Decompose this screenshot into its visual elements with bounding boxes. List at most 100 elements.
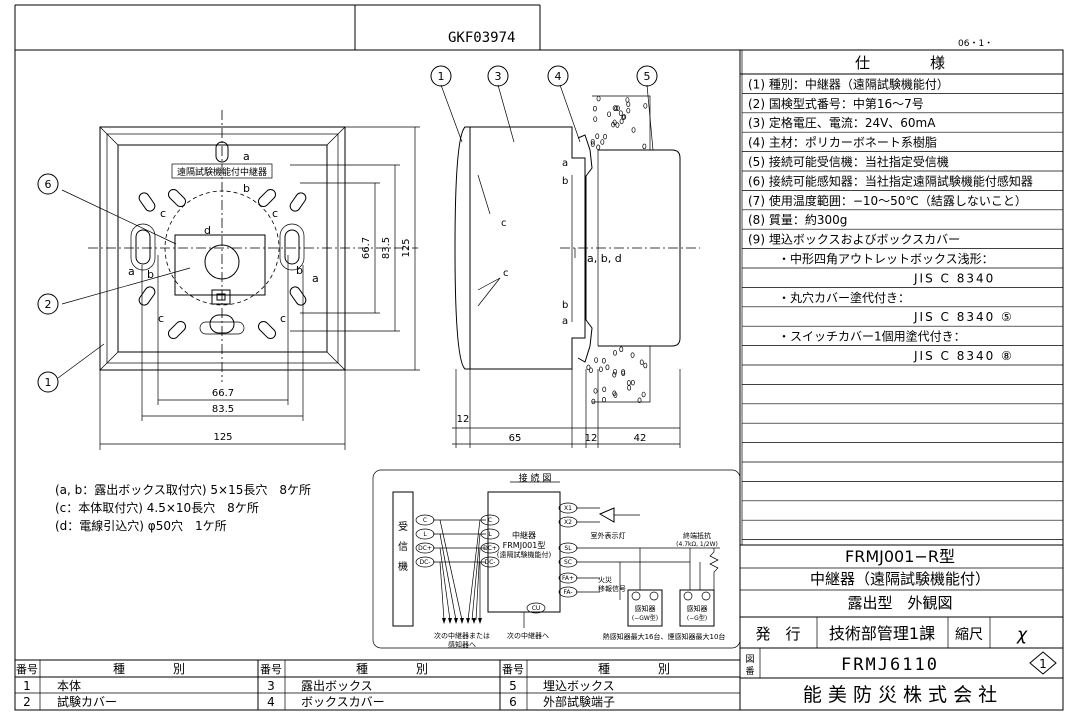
detector-terminal [649, 591, 659, 601]
stipple-dot [613, 368, 617, 375]
side-hole-c-bottom: c [503, 268, 509, 279]
part-name: 埋込ボックス [543, 679, 615, 693]
spec-item-4: (4) 主材：ポリカーボネート系樹脂 [748, 135, 937, 150]
relay-terminal: L [488, 531, 492, 538]
issue-label: 発 行 [755, 625, 800, 643]
spec-item-1: (1) 種別：中継器（遠隔試験機能付） [748, 76, 949, 91]
spec-item-15: JIS C 8340 ⑧ [913, 349, 1014, 363]
hole-label-c-1: c [160, 207, 166, 220]
stipple-dot [613, 392, 618, 398]
parts-table [15, 659, 740, 710]
stipple-dot [637, 397, 642, 404]
receiver-terminal: DC+ [418, 545, 432, 552]
relay-out-terminal-ring [558, 516, 578, 528]
relay-terminal-ring [480, 542, 500, 554]
stipple-dot [602, 386, 607, 393]
doc-date: 06・1・ [958, 39, 993, 49]
parts-header-name: 種 別 [598, 662, 670, 676]
part-no: 4 [267, 695, 275, 709]
stipple-dot [626, 380, 631, 386]
stipple-dot [612, 390, 617, 397]
part-no: 2 [23, 695, 31, 709]
issuer: 技術部管理1課 [829, 624, 935, 643]
stipple-dot [631, 127, 636, 133]
side-hole-b-top: b [562, 176, 568, 187]
stipple-dot [626, 107, 631, 114]
spec-item-2: (2) 国検型式番号：中第16〜7号 [748, 96, 924, 111]
drawing-no-label: 図 [745, 654, 754, 665]
spec-item-6: (6) 接続可能感知器：当社指定遠隔試験機能付感知器 [748, 173, 1033, 188]
side-callout-5: 5 [644, 70, 651, 83]
side-dim-65: 65 [509, 433, 522, 444]
side-hole-a-top: a [562, 158, 568, 169]
dim-width-outer: 125 [213, 432, 232, 443]
note-ab: (a, b：露出ボックス取付穴) 5×15長穴 8ケ所 [55, 482, 311, 497]
relay-feature: (遠隔試験機能付) [497, 550, 552, 559]
stipple-dot [615, 122, 620, 128]
spec-item-12: ・丸穴カバー塗代付き： [778, 290, 910, 305]
relay-model: FRMJ001型 [503, 541, 546, 550]
receiver-terminal: C [423, 517, 427, 524]
company-name: 能 美 防 災 株 式 会 社 [803, 684, 997, 706]
cu-terminal: CU [532, 605, 541, 612]
part-name: 露出ボックス [301, 679, 373, 693]
stipple-dot [614, 105, 619, 112]
callout-1: 1 [45, 376, 52, 389]
side-hole-a-bottom: a [562, 316, 568, 327]
receiver-terminal: L [423, 531, 427, 538]
detector-terminal [701, 591, 711, 601]
part-no: 3 [267, 679, 275, 693]
callout-2: 2 [45, 298, 52, 311]
relay-out-terminal: SL [564, 545, 572, 552]
relay-terminal-ring [480, 528, 500, 540]
wire-arrow [448, 618, 452, 624]
stipple-dot [590, 138, 595, 145]
side-dim-12-left: 12 [457, 414, 470, 425]
dim-height-inner: 66.7 [361, 237, 372, 259]
receiver-terminal-ring [415, 542, 435, 554]
parts-header-no: 番号 [502, 663, 524, 676]
hole-label-a-right: a [312, 272, 319, 285]
side-hole-b-bottom: b [562, 300, 568, 311]
product-subtitle: 露出型 外観図 [847, 594, 952, 612]
part-name: 試験カバー [57, 694, 117, 709]
indicator-lamp-diode [598, 507, 615, 523]
side-view [440, 84, 700, 448]
receiver-terminal-ring [415, 556, 435, 568]
receiver-char-1: 受 [398, 521, 408, 533]
spec-item-14: ・スイッチカバー1個用塗代付き： [778, 329, 966, 344]
detector-g-label: 感知器 [687, 604, 708, 613]
wire-arrow [472, 618, 476, 624]
hole-label-b-right: b [296, 264, 303, 277]
hole-label-b-left: b [147, 268, 154, 281]
front-callouts [37, 173, 59, 393]
relay-out-terminal-ring [558, 502, 578, 514]
detector-terminal [683, 591, 693, 601]
hole-label-a-top: a [243, 150, 250, 163]
stipple-dot [591, 398, 596, 405]
side-center-label: a, b, d [587, 252, 622, 265]
stipple-dot [619, 346, 624, 353]
receiver-terminal: DC- [420, 559, 431, 566]
hole-label-c-3: c [158, 312, 164, 325]
stipple-dot [622, 114, 627, 120]
stipple-dot [594, 357, 599, 363]
next-relay-label-2: 感知器へ [448, 640, 476, 649]
fire-signal-1: 火災 [598, 576, 612, 584]
stipple-dot [611, 121, 616, 128]
front-label-text: 遠隔試験機能付中継器 [177, 166, 267, 178]
relay-out-terminal-ring [558, 586, 578, 598]
next-relay-label: 次の中継器または [434, 631, 490, 640]
wire-entry-hole [204, 244, 240, 280]
hole-label-d: d [204, 224, 211, 237]
stipple-dot [600, 139, 605, 145]
stipple-dot [590, 141, 595, 147]
parts-header-name: 種 別 [113, 662, 185, 676]
stipple-dot [596, 144, 601, 151]
end-resistor-symbol [709, 548, 719, 590]
fire-signal-2: 移報信号 [598, 584, 626, 593]
side-hole-c-top: c [501, 218, 507, 229]
sheet-border [14, 4, 1064, 711]
stipple-dot [592, 105, 597, 112]
